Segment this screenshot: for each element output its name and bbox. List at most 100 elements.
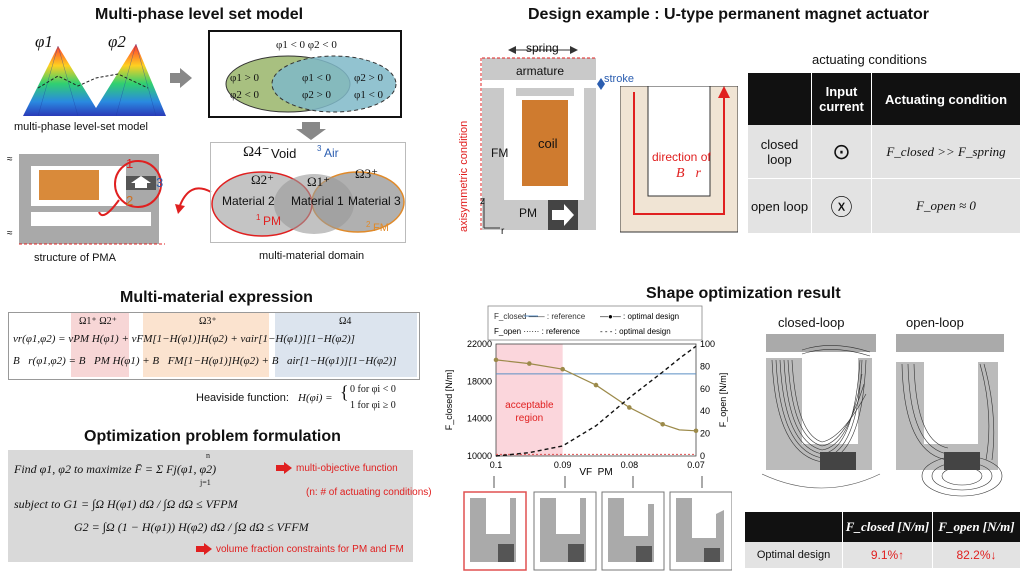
y-right-tick-0: 0 <box>700 451 705 461</box>
legend-open-reference: F_open ······ : reference <box>494 327 580 336</box>
venn-mid-1: φ1 < 0 <box>302 72 332 84</box>
result-row-label: Optimal design <box>745 542 843 568</box>
pma-num-3: 3 <box>156 175 164 190</box>
coil-label: coil <box>538 136 558 151</box>
series-closed-point <box>693 428 699 434</box>
x-tick-2: 0.08 <box>621 460 639 470</box>
y-left-label: F_closed [N/m] <box>444 370 454 431</box>
open-loop-label: open-loop <box>906 315 964 330</box>
z-axis-label: z <box>480 196 485 207</box>
legend-open-optimal: - - - : optimal design <box>600 327 671 336</box>
sum-bottom: j=1 <box>200 478 211 487</box>
result-head-open: F_open [N/m] <box>933 512 1020 542</box>
formulation-g1: subject to G1 = ∫Ω H(φ1) dΩ / ∫Ω dΩ ≤ VF… <box>14 497 238 511</box>
material3-label: Material 3 <box>348 194 401 208</box>
y-right-tick-1: 20 <box>700 429 710 439</box>
air-label: Air <box>324 146 339 160</box>
multimaterial-diagram <box>211 171 405 237</box>
venn-right-2: φ1 < 0 <box>354 89 384 101</box>
thumb-1 <box>463 491 527 571</box>
air-num: 3 <box>317 144 322 153</box>
legend-closed-optimal: —●— : optimal design <box>600 312 679 321</box>
thumb-3 <box>601 491 665 571</box>
row-open-condition: F_open ≈ 0 <box>872 179 1020 233</box>
fm-num: 2 <box>366 220 371 229</box>
open-loop-field <box>896 334 1004 497</box>
arrow-down-icon <box>296 122 326 140</box>
conditions-head-input: Input current <box>812 73 872 125</box>
thumb-4 <box>669 491 732 571</box>
series-closed-point <box>660 421 665 427</box>
spring-label: spring <box>526 41 559 55</box>
pm-magnet-label: PM <box>519 206 537 220</box>
y-left-tick-3: 22000 <box>467 339 492 349</box>
title-design-example: Design example : U-type permanent magnet… <box>528 6 929 23</box>
chart-frame <box>495 343 697 457</box>
result-head-closed: F_closed [N/m] <box>843 512 933 542</box>
flux-path-diagram <box>620 86 738 233</box>
svg-text:≈: ≈ <box>7 228 13 239</box>
title-shape-optimization: Shape optimization result <box>646 285 841 302</box>
conditions-table: Input current Actuating condition closed… <box>748 73 1020 233</box>
omega3-label: Ω3⁺ <box>355 166 379 181</box>
y-right-tick-5: 100 <box>700 339 715 349</box>
venn-left-2: φ2 < 0 <box>230 89 260 101</box>
axisymmetric-label: axisymmetric condition <box>458 120 470 232</box>
series-closed-point <box>493 357 499 363</box>
formulation-g2: G2 = ∫Ω (1 − H(φ1)) H(φ2) dΩ / ∫Ω dΩ ≤ V… <box>74 520 309 534</box>
phi1-label: φ1 <box>35 32 53 51</box>
actuator-cross-section <box>480 46 605 230</box>
result-closed-value: 9.1%↑ <box>843 542 933 568</box>
col-label-3: Ω4 <box>339 316 352 327</box>
formulation-find: Find φ1, φ2 to maximize F̄ = Σ Fj(φ1, φ2… <box>14 462 217 476</box>
armature-label: armature <box>516 64 565 78</box>
heaviside-label: Heaviside function: <box>196 392 289 404</box>
formulation-box <box>8 450 413 562</box>
title-multimaterial-expression: Multi-material expression <box>120 289 313 306</box>
y-right-tick-2: 40 <box>700 406 710 416</box>
thumb-2 <box>533 491 597 571</box>
direction-label: direction of <box>652 150 711 164</box>
region-label-1: acceptable <box>505 400 554 411</box>
col-label-2: Ω3⁺ <box>199 316 217 327</box>
arrow-objective-icon <box>276 462 292 474</box>
closed-loop-label: closed-loop <box>778 315 845 330</box>
heaviside-brace: { <box>340 382 349 402</box>
pma-num-1: 1 <box>126 156 134 171</box>
col-air-bg <box>275 313 417 377</box>
title-multiphase: Multi-phase level set model <box>95 6 304 23</box>
omega2-label: Ω2⁺ <box>251 172 275 187</box>
row-closed-condition: F_closed >> F_spring <box>872 125 1020 179</box>
venn-diagram <box>225 55 397 113</box>
y-right-tick-3: 60 <box>700 384 710 394</box>
pma-caption: structure of PMA <box>34 252 116 264</box>
n-note: (n: # of actuating conditions) <box>306 487 432 498</box>
series-closed-point <box>627 405 632 410</box>
pma-structure: ≈ ≈ <box>7 154 165 245</box>
void-label: Void <box>271 146 297 161</box>
conditions-title: actuating conditions <box>812 52 927 67</box>
x-tick-1: 0.09 <box>554 460 572 470</box>
row-closed-symbol: ⊙ <box>812 125 872 179</box>
heaviside-case-1: 1 for φi ≥ 0 <box>350 400 396 411</box>
omega4-label: Ω4⁻ <box>243 144 270 160</box>
r-axis-label: r <box>501 226 505 237</box>
omega1-label: Ω1⁺ <box>307 174 331 189</box>
multimaterial-box <box>210 142 406 243</box>
conditions-head-actuating: Actuating condition <box>872 73 1020 125</box>
venn-left-1: φ1 > 0 <box>230 72 260 84</box>
chart-legend-box <box>487 305 703 341</box>
fm-label: FM <box>373 222 389 234</box>
expression-box: Ω1⁺ Ω2⁺ Ω3⁺ Ω4 νr(φ1,φ2) = νPM H(φ1) + ν… <box>8 312 420 380</box>
region-label-2: region <box>515 413 543 424</box>
multimaterial-caption: multi-material domain <box>259 250 365 262</box>
expr-line-1: νr(φ1,φ2) = νPM H(φ1) + νFM[1−H(φ1)]H(φ2… <box>13 333 355 345</box>
arrow-right-icon <box>170 68 192 88</box>
pma-num-2: 2 <box>126 193 134 208</box>
series-closed-point <box>560 366 565 372</box>
curved-arrow-icon <box>175 187 212 214</box>
levelset-caption: multi-phase level-set model <box>14 121 148 133</box>
y-left-tick-1: 14000 <box>467 414 492 424</box>
result-table: F_closed [N/m] F_open [N/m] Optimal desi… <box>745 512 1020 568</box>
vf-note: volume fraction constraints for PM and F… <box>216 544 404 555</box>
